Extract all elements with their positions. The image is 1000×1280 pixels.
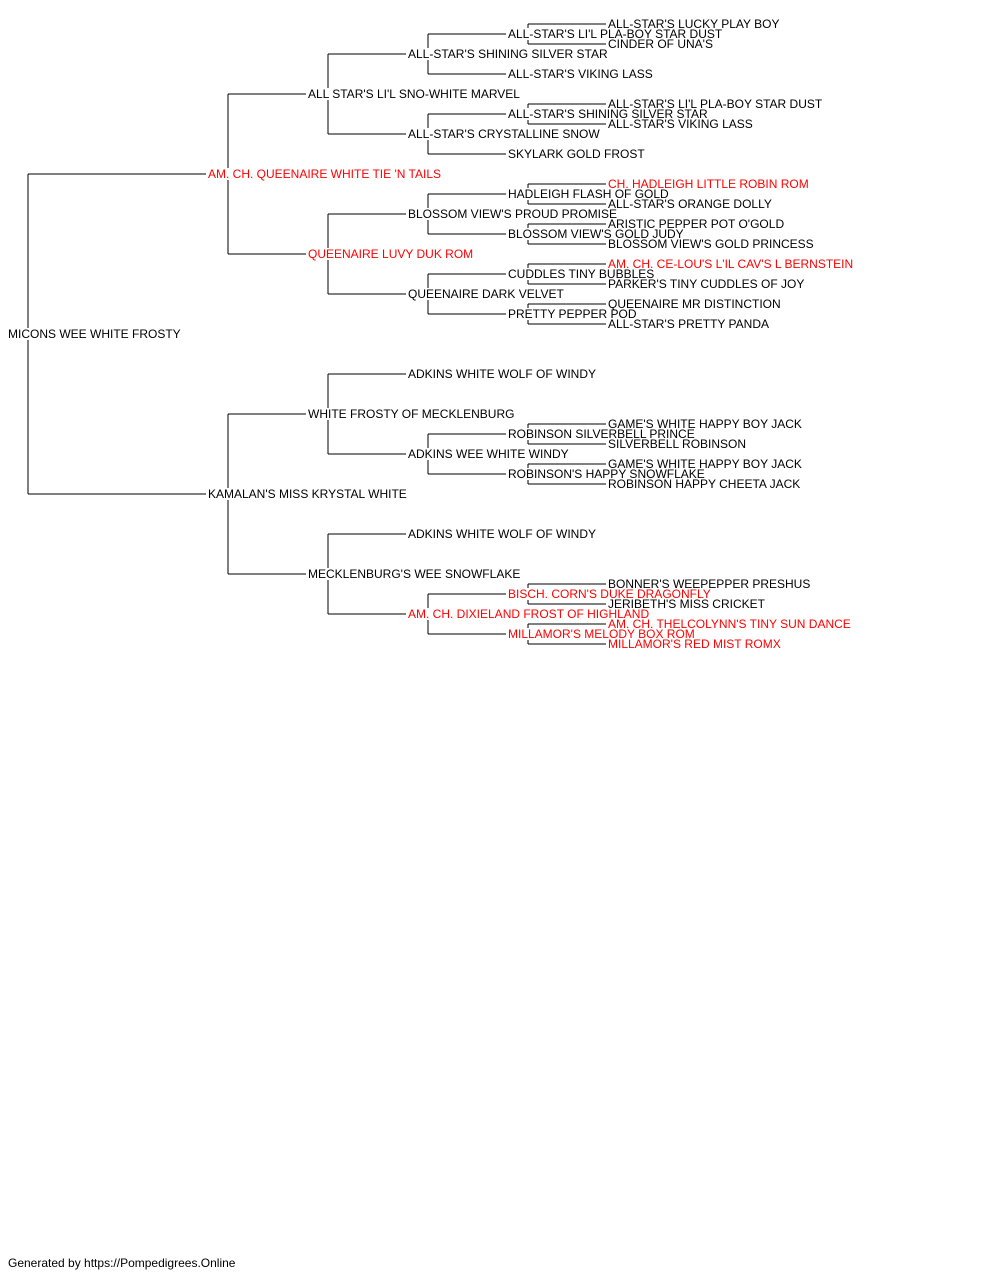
gg-grandparent-name: HADLEIGH FLASH OF GOLD [508,187,669,201]
ggg-grandparent-name: PARKER'S TINY CUDDLES OF JOY [608,277,804,291]
ggg-grandparent-name: QUEENAIRE MR DISTINCTION [608,297,781,311]
gg-grandparent-name: ROBINSON'S HAPPY SNOWFLAKE [508,467,705,481]
subject-name: MICONS WEE WHITE FROSTY [8,327,181,341]
ggg-grandparent-name: CINDER OF UNA'S [608,37,713,51]
gg-grandparent-name: MILLAMOR'S MELODY BOX ROM [508,627,695,641]
gg-grandparent-name: ALL-STAR'S SHINING SILVER STAR [508,107,708,121]
gg-grandparent-name: PRETTY PEPPER POD [508,307,637,321]
ggg-grandparent-name: ALL-STAR'S LI'L PLA-BOY STAR DUST [608,97,823,111]
ggg-grandparent-name: ALL-STAR'S LUCKY PLAY BOY [608,17,779,31]
ggg-grandparent-name: SILVERBELL ROBINSON [608,437,746,451]
great-grandparent-name: ADKINS WHITE WOLF OF WINDY [408,367,596,381]
great-grandparent-name: ALL-STAR'S CRYSTALLINE SNOW [408,127,600,141]
parent-name: KAMALAN'S MISS KRYSTAL WHITE [208,487,407,501]
grandparent-name: QUEENAIRE LUVY DUK ROM [308,247,473,261]
ggg-grandparent-name: ALL-STAR'S ORANGE DOLLY [608,197,772,211]
ggg-grandparent-name: JERIBETH'S MISS CRICKET [608,597,766,611]
ggg-grandparent-name: GAME'S WHITE HAPPY BOY JACK [608,457,802,471]
ggg-grandparent-name: ALL-STAR'S PRETTY PANDA [608,317,769,331]
ggg-grandparent-name: ARISTIC PEPPER POT O'GOLD [608,217,784,231]
ggg-grandparent-name: MILLAMOR'S RED MIST ROMX [608,637,781,651]
gg-grandparent-name: ALL-STAR'S VIKING LASS [508,67,653,81]
ggg-grandparent-name: AM. CH. THELCOLYNN'S TINY SUN DANCE [608,617,851,631]
great-grandparent-name: ADKINS WEE WHITE WINDY [408,447,569,461]
great-grandparent-name: AM. CH. DIXIELAND FROST OF HIGHLAND [408,607,649,621]
gg-grandparent-name: BLOSSOM VIEW'S GOLD JUDY [508,227,684,241]
ggg-grandparent-name: BLOSSOM VIEW'S GOLD PRINCESS [608,237,814,251]
great-grandparent-name: BLOSSOM VIEW'S PROUD PROMISE [408,207,617,221]
grandparent-name: WHITE FROSTY OF MECKLENBURG [308,407,514,421]
gg-grandparent-name: ROBINSON SILVERBELL PRINCE [508,427,695,441]
grandparent-name: MECKLENBURG'S WEE SNOWFLAKE [308,567,520,581]
grandparent-name: ALL STAR'S LI'L SNO-WHITE MARVEL [308,87,520,101]
great-grandparent-name: QUEENAIRE DARK VELVET [408,287,564,301]
ggg-grandparent-name: ALL-STAR'S VIKING LASS [608,117,753,131]
gg-grandparent-name: CUDDLES TINY BUBBLES [508,267,654,281]
gg-grandparent-name: SKYLARK GOLD FROST [508,147,645,161]
ggg-grandparent-name: GAME'S WHITE HAPPY BOY JACK [608,417,802,431]
ggg-grandparent-name: ROBINSON HAPPY CHEETA JACK [608,477,800,491]
gg-grandparent-name: BISCH. CORN'S DUKE DRAGONFLY [508,587,711,601]
gg-grandparent-name: ALL-STAR'S LI'L PLA-BOY STAR DUST [508,27,723,41]
ggg-grandparent-name: CH. HADLEIGH LITTLE ROBIN ROM [608,177,809,191]
parent-name: AM. CH. QUEENAIRE WHITE TIE 'N TAILS [208,167,441,181]
great-grandparent-name: ALL-STAR'S SHINING SILVER STAR [408,47,608,61]
footer-credit: Generated by https://Pompedigrees.Online [8,1256,236,1270]
ggg-grandparent-name: AM. CH. CE-LOU'S L'IL CAV'S L BERNSTEIN [608,257,853,271]
ggg-grandparent-name: BONNER'S WEEPEPPER PRESHUS [608,577,810,591]
great-grandparent-name: ADKINS WHITE WOLF OF WINDY [408,527,596,541]
